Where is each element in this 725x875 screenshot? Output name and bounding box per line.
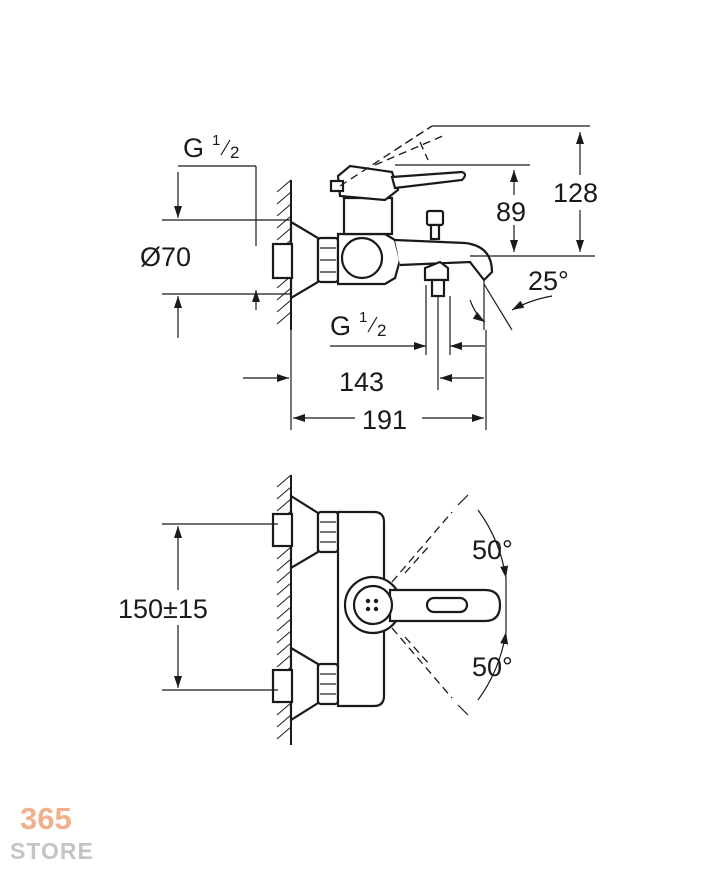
svg-text:1: 1 — [212, 132, 220, 149]
wall-connector — [271, 242, 294, 280]
spout-angle-label: 25° — [528, 266, 569, 296]
svg-text:STORE: STORE — [10, 838, 94, 864]
wall-hatch-line — [276, 594, 292, 608]
wall-hatch-line — [276, 558, 292, 572]
wall-hatch-line — [276, 654, 292, 668]
thread-top-label: G 1 2 — [183, 132, 239, 163]
wall-rosette — [289, 220, 320, 300]
angle-lower-label: 50° — [472, 652, 513, 682]
wall-hatch-line — [276, 215, 292, 229]
svg-text:2: 2 — [377, 321, 386, 340]
svg-text:2: 2 — [230, 143, 239, 162]
diverter-knob — [425, 209, 445, 227]
wall-hatch-line — [276, 191, 292, 205]
wall-hatch-line — [276, 642, 292, 656]
wall-hatch-line — [276, 570, 292, 584]
wall-hatch-line — [276, 726, 292, 740]
lever-neck — [342, 196, 394, 236]
svg-text:365: 365 — [20, 801, 72, 836]
wall-hatch-line — [276, 311, 292, 325]
svg-text:G: G — [183, 133, 204, 163]
wall-hatch-line — [276, 546, 292, 560]
depth-total-label: 191 — [362, 405, 407, 435]
lever-handle — [336, 164, 400, 202]
lower-rosette — [289, 646, 320, 722]
wall-hatch-line — [276, 299, 292, 313]
mixer-cartridge-circle — [340, 236, 384, 280]
lever-arm — [390, 170, 467, 190]
height-handle-label: 89 — [496, 197, 526, 227]
depth-outlet-label: 143 — [339, 367, 384, 397]
wall-hatch-line — [276, 702, 292, 716]
thread-bottom-label: G 1 2 — [330, 309, 386, 341]
top-view: 50° 50° 150±15 — [118, 474, 513, 745]
wall-hatch-line — [276, 203, 292, 217]
upper-rosette — [289, 494, 320, 570]
wall-hatch-line — [276, 486, 292, 500]
svg-text:G: G — [330, 311, 351, 341]
wall-hatch-line — [276, 582, 292, 596]
wall-hatch-line — [276, 606, 292, 620]
wall-hatch-line — [276, 179, 292, 193]
side-view: 128 89 25° G 1 2 Ø70 G 1 — [140, 125, 598, 435]
wall-hatch-line — [276, 714, 292, 728]
wall-hatch-line — [276, 630, 292, 644]
height-lever-label: 128 — [553, 178, 598, 208]
wall-hatch-line — [276, 474, 292, 488]
wall-hatch-line — [276, 227, 292, 241]
angle-upper-label: 50° — [472, 535, 513, 565]
svg-text:1: 1 — [359, 309, 367, 326]
hose-outlet — [423, 260, 450, 282]
wall-hatch-line — [276, 618, 292, 632]
centers-label: 150±15 — [118, 594, 208, 624]
wall-hatch-line — [276, 498, 292, 512]
store-watermark: 365 STORE — [10, 801, 94, 864]
diameter-label: Ø70 — [140, 242, 191, 272]
